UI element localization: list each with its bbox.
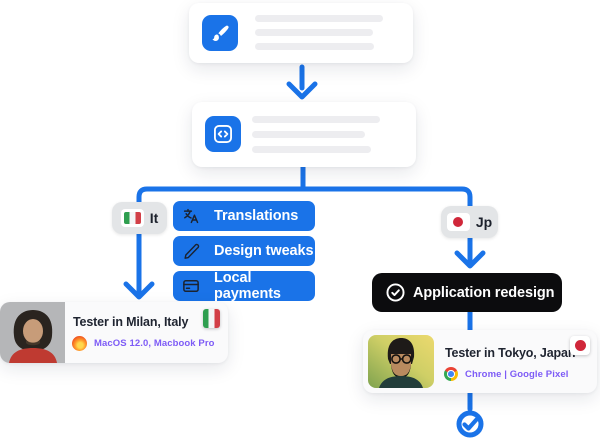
tester-device-info: Chrome | Google Pixel bbox=[465, 368, 569, 380]
firefox-icon bbox=[72, 336, 87, 351]
italy-flag-icon bbox=[203, 309, 220, 328]
tester-device-info: MacOS 12.0, Macbook Pro bbox=[94, 338, 215, 349]
check-circle-icon bbox=[385, 282, 406, 303]
italy-flag-icon bbox=[120, 209, 144, 227]
task-pill-label: Translations bbox=[214, 208, 299, 224]
tester-photo bbox=[0, 302, 65, 363]
code-icon bbox=[205, 116, 241, 152]
right-branch-arrow-head bbox=[454, 250, 486, 269]
placeholder-line bbox=[255, 29, 373, 36]
task-pill-design-tweaks: Design tweaks bbox=[173, 236, 315, 266]
pen-icon bbox=[182, 242, 200, 260]
country-badge-italy: It bbox=[112, 202, 167, 234]
tester-title: Tester in Tokyo, Japan bbox=[445, 346, 576, 360]
brush-icon bbox=[202, 15, 238, 51]
badge-label: It bbox=[149, 210, 159, 226]
japan-flag-icon bbox=[570, 336, 590, 355]
placeholder-line bbox=[255, 43, 374, 50]
application-redesign-pill: Application redesign bbox=[372, 273, 562, 312]
down-arrow-head bbox=[286, 81, 318, 100]
completion-check-icon bbox=[456, 410, 484, 438]
task-pill-label: Local payments bbox=[214, 270, 281, 302]
credit-card-icon bbox=[182, 277, 200, 295]
chrome-icon bbox=[444, 367, 458, 381]
tester-card-milan: Tester in Milan, Italy MacOS 12.0, Macbo… bbox=[0, 302, 228, 363]
tester-title: Tester in Milan, Italy bbox=[73, 315, 189, 329]
placeholder-line bbox=[252, 146, 371, 153]
step-card-1 bbox=[189, 3, 413, 63]
task-pill-local-payments: Local payments bbox=[173, 270, 315, 302]
tester-card-tokyo: Tester in Tokyo, Japan Chrome | Google P… bbox=[363, 330, 597, 393]
tester-photo bbox=[368, 335, 434, 388]
task-pill-label: Design tweaks bbox=[214, 243, 314, 259]
badge-label: Jp bbox=[475, 214, 493, 230]
step-card-2 bbox=[192, 102, 416, 167]
japan-flag-icon bbox=[446, 213, 470, 231]
placeholder-line bbox=[252, 131, 365, 138]
task-pill-label: Application redesign bbox=[413, 284, 555, 301]
placeholder-line bbox=[255, 15, 383, 22]
branch-connector bbox=[136, 186, 473, 208]
left-branch-arrow-head bbox=[123, 281, 155, 300]
translate-icon bbox=[182, 207, 200, 225]
country-badge-japan: Jp bbox=[441, 206, 498, 238]
task-pill-translations: Translations bbox=[173, 201, 315, 231]
placeholder-line bbox=[252, 116, 380, 123]
